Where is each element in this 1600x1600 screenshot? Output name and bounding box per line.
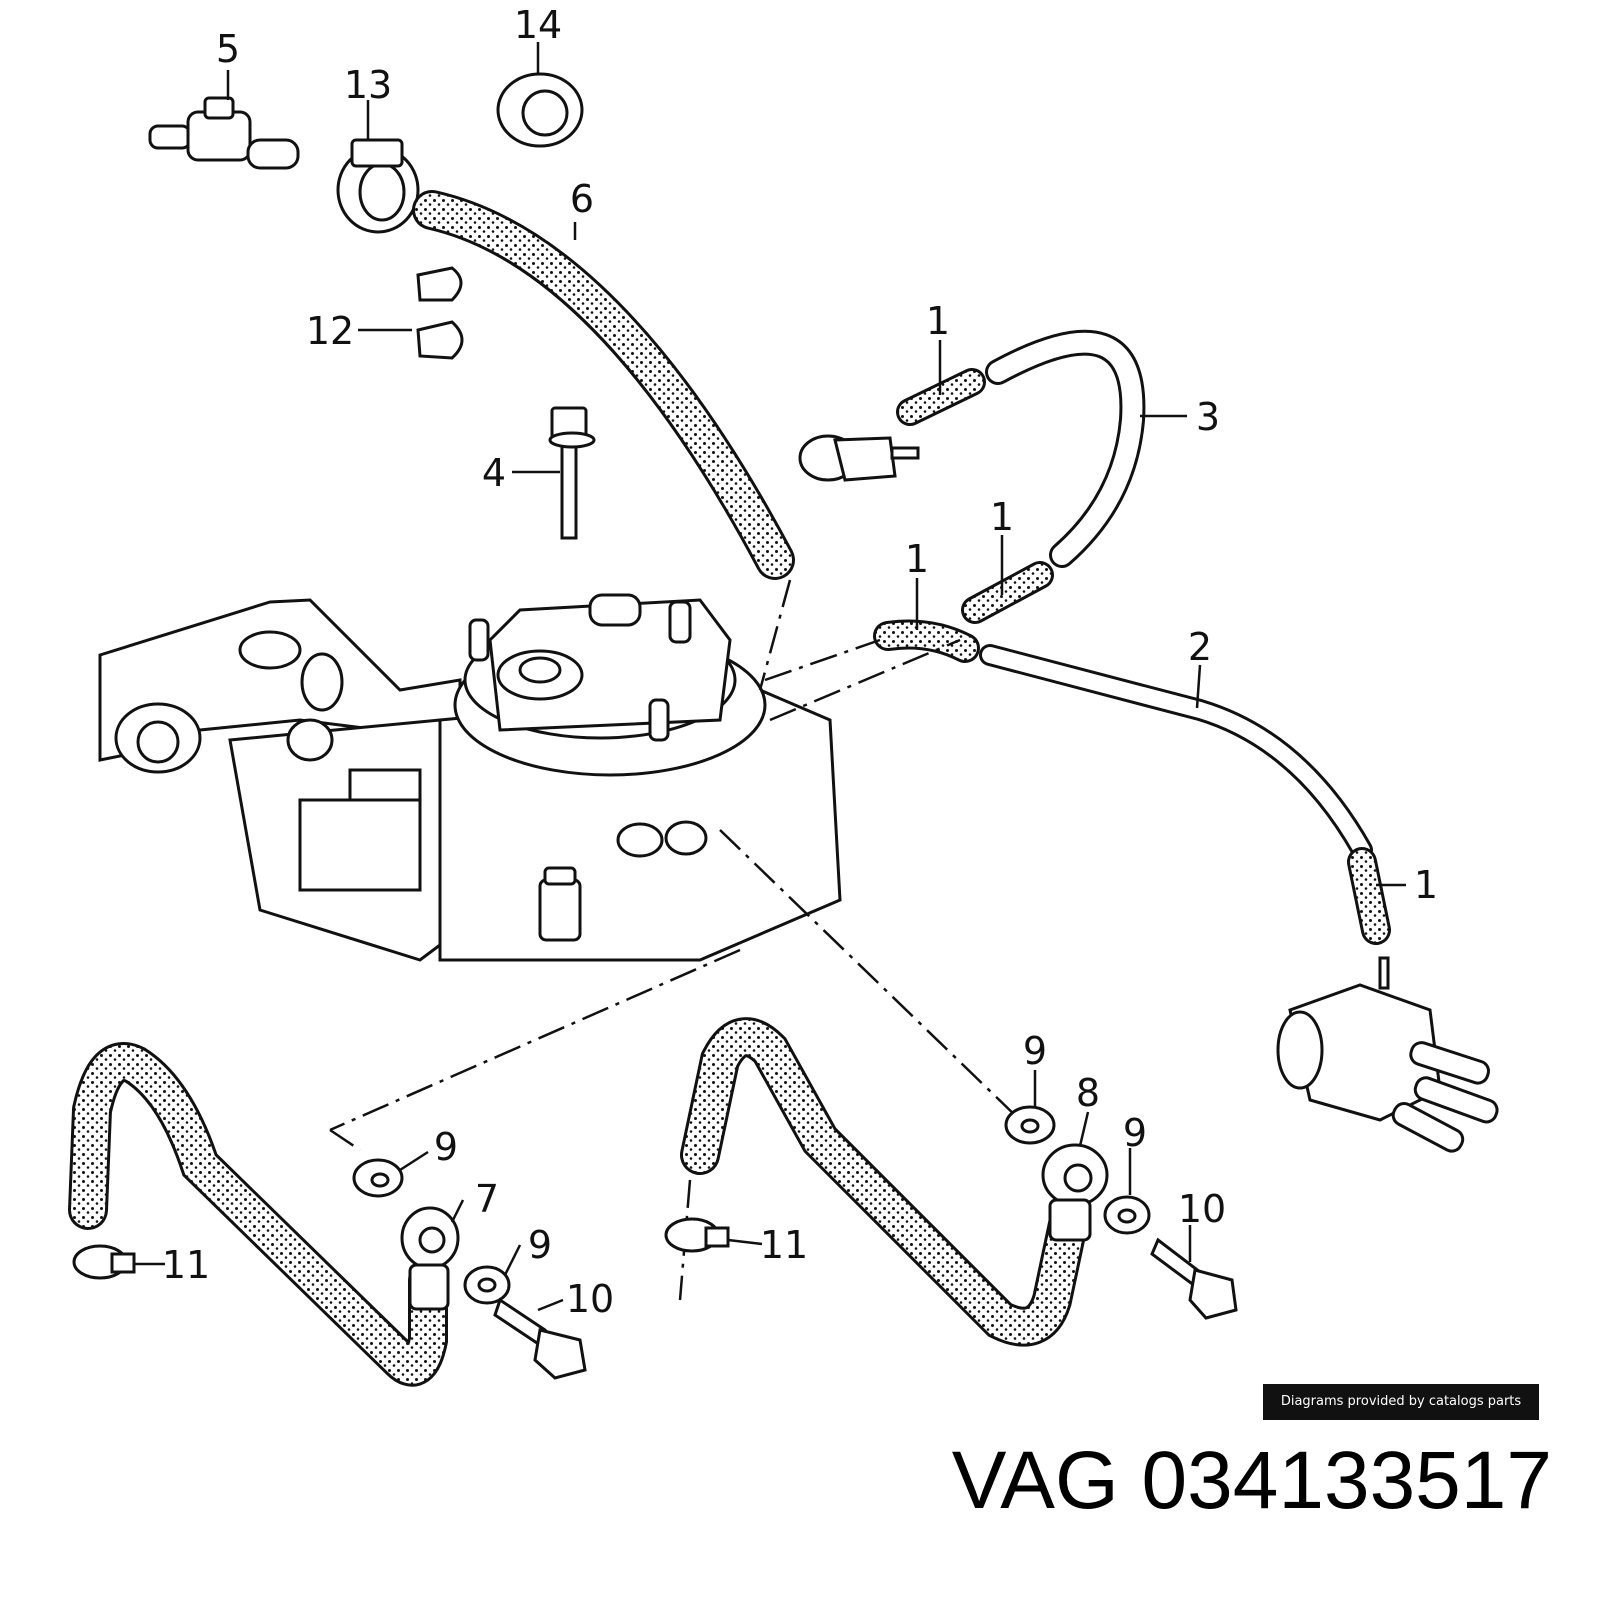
part-8-banjo [1041, 1143, 1109, 1242]
part-9-washer-a [352, 1158, 404, 1198]
part-1-hose-upper [896, 368, 986, 426]
callout-4: 4 [482, 451, 506, 495]
part-9-washer-b [463, 1265, 511, 1305]
part-9-washer-c [1004, 1105, 1056, 1145]
part-1-hose-mid [873, 561, 1054, 663]
callout-9c: 9 [1023, 1029, 1047, 1073]
callout-11b: 11 [760, 1223, 808, 1267]
callout-7: 7 [475, 1177, 499, 1221]
part-10-bolt-left [493, 1297, 587, 1380]
assembly-lines [329, 579, 1021, 1301]
callout-9b: 9 [528, 1223, 552, 1267]
callout-14: 14 [514, 3, 562, 47]
callout-9a: 9 [434, 1125, 458, 1169]
callout-11a: 11 [162, 1243, 210, 1287]
leader-lines [134, 42, 1406, 1312]
part-2-hose [979, 644, 1373, 861]
part-14-ring [496, 72, 584, 148]
callout-1a: 1 [926, 299, 950, 343]
callout-10a: 10 [566, 1277, 614, 1321]
callout-6: 6 [570, 177, 594, 221]
throttle-body-assembly [98, 593, 842, 962]
callout-12: 12 [306, 309, 354, 353]
part-6-hose [412, 190, 795, 580]
part-12-clips [416, 266, 464, 360]
callout-2: 2 [1188, 625, 1212, 669]
callout-1c: 1 [905, 537, 929, 581]
distributor [1276, 956, 1499, 1153]
callout-3: 3 [1196, 395, 1220, 439]
callout-1d: 1 [1414, 863, 1438, 907]
part-1-hose-lower [1347, 847, 1391, 945]
part-13-clamp [336, 138, 420, 234]
callout-1b: 1 [990, 495, 1014, 539]
callout-8: 8 [1076, 1071, 1100, 1115]
callout-13: 13 [344, 63, 392, 107]
callout-9d: 9 [1123, 1111, 1147, 1155]
sensor [798, 434, 920, 482]
callout-10b: 10 [1178, 1187, 1226, 1231]
part-11-clamp-right [664, 1217, 730, 1253]
part-4-bolt [548, 406, 596, 540]
part-5-valve [148, 96, 300, 170]
part-10-bolt-right [1150, 1237, 1238, 1320]
part-3-hose [985, 329, 1146, 568]
part-11-clamp-left [72, 1244, 136, 1280]
part-7-banjo [400, 1206, 460, 1311]
part-number: VAG 034133517 [951, 1435, 1552, 1526]
callout-5: 5 [216, 27, 240, 71]
part-9-washer-d [1103, 1195, 1151, 1235]
callout-labels: 5 13 14 6 12 4 1 3 1 1 2 1 9 8 9 10 9 7 … [162, 3, 1438, 1321]
credit-badge: Diagrams provided by catalogs parts [1263, 1384, 1539, 1420]
